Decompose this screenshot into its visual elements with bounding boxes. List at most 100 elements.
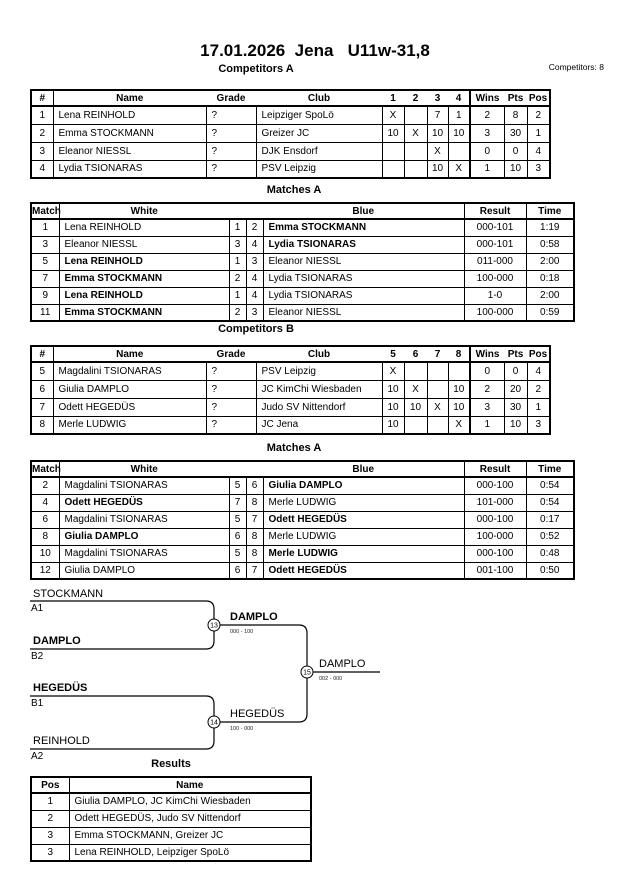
cell-blue-name: Merle LUDWIG (262, 544, 465, 563)
matches-b-table: Match White Blue Result Time 2 Magdalini… (30, 460, 575, 580)
cell-result: 100-000 (463, 269, 527, 288)
cell-wins: 3 (469, 123, 505, 143)
table-row: 3 Eleanor NIESSL 3 4 Lydia TSIONARAS 000… (30, 235, 575, 254)
cell-white-number: 1 (228, 286, 247, 305)
cell-club: Judo SV Nittendorf (255, 397, 383, 417)
cell-blue-name: Lydia TSIONARAS (262, 235, 465, 254)
bracket-seed-name: REINHOLD (33, 735, 90, 747)
cell-opp8 (447, 361, 471, 381)
col-whiteno-header (229, 203, 246, 220)
cell-opp7 (426, 361, 449, 381)
cell-match-number: 3 (30, 235, 60, 254)
matches-a-body: 1 Lena REINHOLD 1 2 Emma STOCKMANN 000-1… (30, 218, 575, 322)
cell-time: 2:00 (525, 286, 575, 305)
cell-opp7: X (426, 397, 449, 417)
cell-blue-name: Merle LUDWIG (262, 493, 465, 512)
col-time-header: Time (525, 461, 574, 478)
cell-match-number: 11 (30, 303, 60, 322)
competitors-a-header: # Name Grade Club 1 2 3 4 Wins Pts Pos (31, 90, 550, 107)
cell-match-number: 1 (30, 218, 60, 237)
col-name-header: Name (69, 777, 311, 794)
cell-club: PSV Leipzig (255, 159, 383, 179)
cell-number: 7 (30, 397, 54, 417)
cell-grade: ? (205, 415, 257, 435)
col-result-header: Result (463, 203, 526, 220)
col-wins-header: Wins (469, 346, 504, 363)
col-whiteno-header (229, 461, 246, 478)
table-row: 5 Lena REINHOLD 1 3 Eleanor NIESSL 011-0… (30, 252, 575, 271)
bracket-winner-name-15: DAMPLO (319, 658, 366, 670)
cell-white-number: 5 (228, 476, 247, 495)
cell-white-number: 5 (228, 544, 247, 563)
cell-pos: 2 (526, 105, 551, 125)
cell-white-name: Eleanor NIESSL (58, 235, 230, 254)
cell-pts: 30 (503, 397, 528, 417)
cell-club: JC Jena (255, 415, 383, 435)
cell-white-name: Magdalini TSIONARAS (58, 510, 230, 529)
cell-time: 0:58 (525, 235, 575, 254)
table-row: 5 Magdalini TSIONARAS ? PSV Leipzig X 0 … (30, 361, 551, 381)
cell-pts: 10 (503, 415, 528, 435)
cell-pos: 4 (526, 361, 551, 381)
cell-blue-name: Lydia TSIONARAS (262, 286, 465, 305)
cell-pos: 1 (526, 397, 551, 417)
col-name-header: Name (53, 346, 206, 363)
cell-match-number: 2 (30, 476, 60, 495)
cell-white-name: Emma STOCKMANN (58, 269, 230, 288)
cell-time: 2:00 (525, 252, 575, 271)
cell-opp2 (403, 141, 428, 161)
cell-result: 000-101 (463, 218, 527, 237)
cell-opp3: 10 (426, 159, 449, 179)
cell-opp5: X (381, 361, 405, 381)
cell-wins: 0 (469, 141, 505, 161)
cell-number: 5 (30, 361, 54, 381)
col-grade-header: Grade (206, 90, 256, 107)
cell-number: 1 (30, 105, 54, 125)
bracket-seed-name: HEGEDÜS (33, 682, 88, 694)
col-pos-header: Pos (527, 90, 550, 107)
cell-opp4: 10 (447, 123, 471, 143)
cell-opp2: X (403, 123, 428, 143)
cell-white-name: Giulia DAMPLO (58, 527, 230, 546)
cell-blue-number: 8 (245, 527, 264, 546)
cell-club: Leipziger SpoLö (255, 105, 383, 125)
cell-blue-name: Emma STOCKMANN (262, 218, 465, 237)
cell-opp6: X (403, 379, 428, 399)
cell-opp4: 1 (447, 105, 471, 125)
cell-wins: 2 (469, 105, 505, 125)
cell-result: 101-000 (463, 493, 527, 512)
bracket-seed-code: B2 (31, 651, 44, 662)
cell-result: 100-000 (463, 527, 527, 546)
cell-name: Lena REINHOLD, Leipziger SpoLö (68, 843, 312, 862)
cell-grade: ? (205, 361, 257, 381)
cell-pts: 0 (503, 361, 528, 381)
cell-time: 0:52 (525, 527, 575, 546)
col-club-header: Club (256, 346, 382, 363)
cell-opp8: 10 (447, 379, 471, 399)
cell-number: 8 (30, 415, 54, 435)
cell-result: 011-000 (463, 252, 527, 271)
table-row: 4 Lydia TSIONARAS ? PSV Leipzig 10 X 1 1… (30, 159, 551, 179)
table-row: 7 Emma STOCKMANN 2 4 Lydia TSIONARAS 100… (30, 269, 575, 288)
col-opp5-header: 5 (382, 346, 404, 363)
table-row: 8 Giulia DAMPLO 6 8 Merle LUDWIG 100-000… (30, 527, 575, 546)
header-row: Match White Blue Result Time (31, 461, 574, 478)
cell-white-number: 7 (228, 493, 247, 512)
col-match-header: Match (31, 203, 61, 220)
table-row: 6 Magdalini TSIONARAS 5 7 Odett HEGEDÜS … (30, 510, 575, 529)
cell-result: 001-100 (463, 561, 527, 580)
cell-opp6 (403, 415, 428, 435)
cell-time: 0:54 (525, 493, 575, 512)
cell-opp5: 10 (381, 397, 405, 417)
cell-grade: ? (205, 123, 257, 143)
cell-blue-name: Giulia DAMPLO (262, 476, 465, 495)
competitors-b-header: # Name Grade Club 5 6 7 8 Wins Pts Pos (31, 346, 550, 363)
cell-grade: ? (205, 105, 257, 125)
cell-blue-name: Lydia TSIONARAS (262, 269, 465, 288)
cell-opp2 (403, 159, 428, 179)
cell-white-name: Odett HEGEDÜS (58, 493, 230, 512)
competitors-a-body: 1 Lena REINHOLD ? Leipziger SpoLö X 7 1 … (30, 105, 551, 179)
cell-grade: ? (205, 141, 257, 161)
col-opp8-header: 8 (448, 346, 470, 363)
cell-time: 0:18 (525, 269, 575, 288)
